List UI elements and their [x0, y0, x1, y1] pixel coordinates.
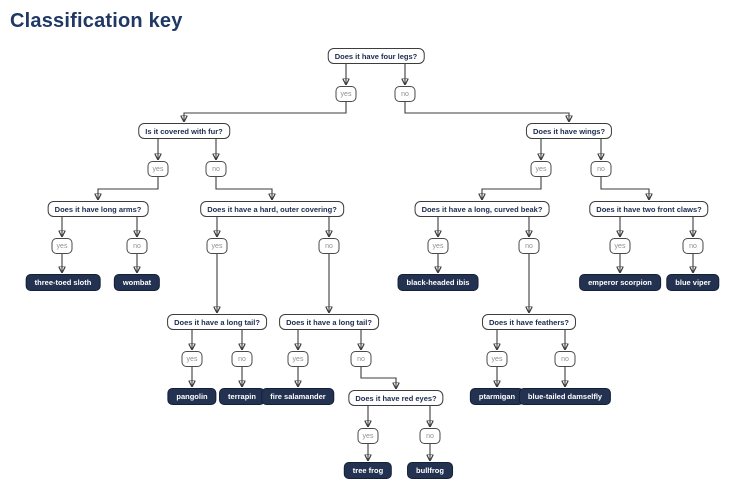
answer-fire-salamander: fire salamander — [261, 388, 335, 405]
answer-ptarmigan: ptarmigan — [469, 388, 525, 405]
question-covered-fur: Is it covered with fur? — [138, 123, 230, 139]
answer-black-headed-ibis: black-headed ibis — [397, 274, 479, 291]
question-front-claws: Does it have two front claws? — [589, 201, 709, 217]
question-hard-covering: Does it have a hard, outer covering? — [200, 201, 344, 217]
choice-beak-yes: yes — [427, 238, 449, 254]
page-title: Classification key — [10, 10, 183, 32]
choice-tail-left-yes: yes — [181, 351, 203, 367]
choice-long-arms-yes: yes — [51, 238, 73, 254]
question-curved-beak: Does it have a long, curved beak? — [414, 201, 550, 217]
answer-emperor-scorpion: emperor scorpion — [579, 274, 661, 291]
choice-red-eyes-no: no — [419, 428, 441, 444]
question-long-tail-right: Does it have a long tail? — [279, 314, 379, 330]
choice-feathers-yes: yes — [486, 351, 508, 367]
choice-covering-no: no — [318, 238, 340, 254]
choice-four-legs-yes: yes — [335, 86, 357, 102]
choice-red-eyes-yes: yes — [357, 428, 379, 444]
answer-wombat: wombat — [113, 274, 161, 291]
answer-tree-frog: tree frog — [343, 462, 393, 479]
choice-claws-no: no — [682, 238, 704, 254]
answer-three-toed-sloth: three-toed sloth — [25, 274, 101, 291]
choice-beak-no: no — [518, 238, 540, 254]
answer-blue-tailed-damselfly: blue-tailed damselfly — [518, 388, 612, 405]
choice-fur-no: no — [205, 161, 227, 177]
choice-tail-right-yes: yes — [287, 351, 309, 367]
choice-wings-yes: yes — [530, 161, 552, 177]
question-wings: Does it have wings? — [525, 123, 613, 139]
choice-claws-yes: yes — [609, 238, 631, 254]
choice-feathers-no: no — [554, 351, 576, 367]
answer-pangolin: pangolin — [167, 388, 217, 405]
answer-terrapin: terrapin — [219, 388, 265, 405]
question-long-arms: Does it have long arms? — [47, 201, 149, 217]
choice-fur-yes: yes — [147, 161, 169, 177]
question-red-eyes: Does it have red eyes? — [348, 390, 444, 406]
answer-blue-viper: blue viper — [666, 274, 720, 291]
choice-tail-right-no: no — [350, 351, 372, 367]
choice-long-arms-no: no — [126, 238, 148, 254]
choice-covering-yes: yes — [206, 238, 228, 254]
choice-wings-no: no — [590, 161, 612, 177]
question-long-tail-left: Does it have a long tail? — [167, 314, 267, 330]
edges — [62, 64, 693, 460]
choice-tail-left-no: no — [231, 351, 253, 367]
answer-bullfrog: bullfrog — [407, 462, 453, 479]
question-feathers: Does it have feathers? — [481, 314, 577, 330]
choice-four-legs-no: no — [394, 86, 416, 102]
question-four-legs: Does it have four legs? — [327, 48, 425, 64]
